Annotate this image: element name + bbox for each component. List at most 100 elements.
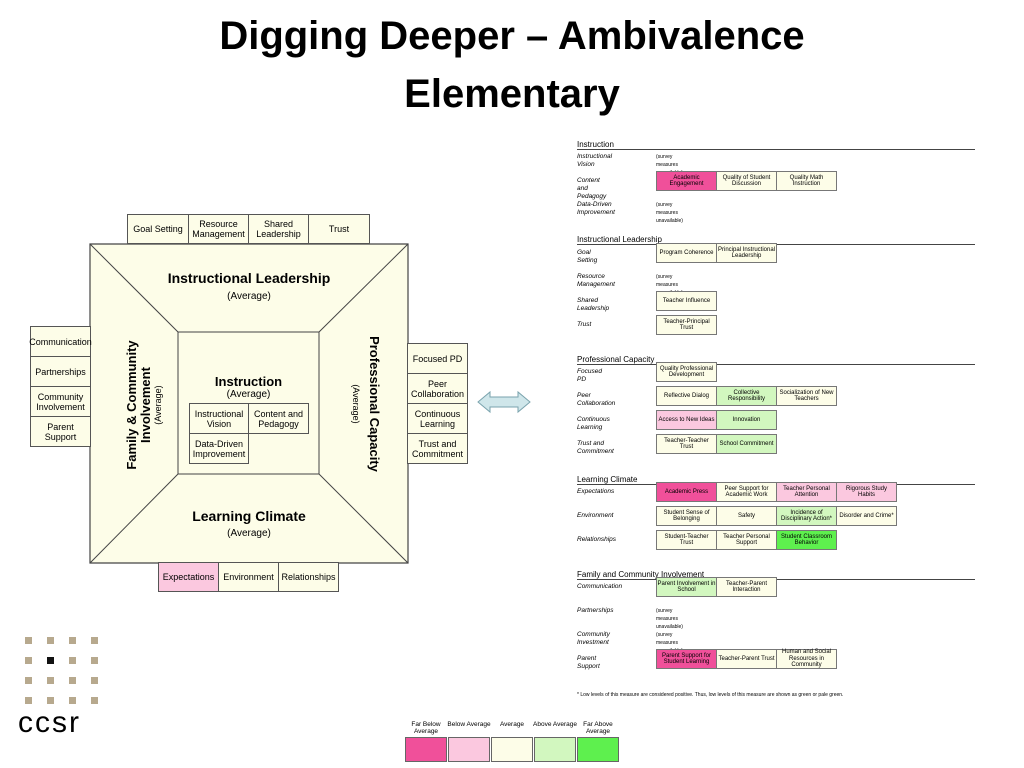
measure-box: Rigorous Study Habits	[836, 482, 897, 502]
measure-box: Student Sense of Belonging	[656, 506, 717, 526]
measure-box: Student-Teacher Trust	[656, 530, 717, 550]
slide-title-line-2: Elementary	[404, 72, 620, 116]
box-environment: Environment	[218, 562, 279, 592]
box-continuous-learning: Continuous Learning	[407, 403, 468, 434]
double-arrow-icon	[477, 390, 531, 414]
box-communication: Communication	[29, 326, 92, 357]
family-community-average: (Average)	[153, 385, 163, 425]
measure-box: Collective Responsibility	[716, 386, 777, 406]
logo-dot	[25, 697, 32, 704]
measure-box: Quality of Student Discussion	[716, 171, 777, 191]
professional-capacity-average: (Average)	[351, 384, 361, 424]
logo-dot	[47, 637, 54, 644]
report-row-label: Environment	[577, 512, 614, 519]
measures-unavailable-note: (survey measures unavailable)	[656, 608, 683, 630]
report-row-label: Shared Leadership	[577, 297, 610, 312]
measure-box: Teacher-Parent Trust	[716, 649, 777, 669]
legend-swatch	[577, 737, 619, 762]
measures-unavailable-note: (survey measures unavailable)	[656, 202, 683, 224]
legend-swatch	[534, 737, 576, 762]
measure-box: Program Coherence	[656, 243, 717, 263]
logo-dot	[69, 657, 76, 664]
report-section-heading: Instruction	[577, 140, 975, 150]
box-goal-setting: Goal Setting	[127, 214, 189, 244]
report-row-label: Content and Pedagogy	[577, 177, 607, 200]
logo-dot	[91, 637, 98, 644]
report-row-label: Focused PD	[577, 368, 602, 383]
ccsr-logo-text: ccsr	[18, 706, 81, 739]
box-partnerships: Partnerships	[30, 356, 91, 387]
legend-swatch	[491, 737, 533, 762]
box-focused-pd: Focused PD	[407, 343, 468, 374]
report-row-label: Communication	[577, 583, 623, 590]
measure-box: Teacher Personal Attention	[776, 482, 837, 502]
legend-swatch	[448, 737, 490, 762]
logo-dot	[47, 697, 54, 704]
report-row-label: Peer Collaboration	[577, 392, 616, 407]
learning-climate-label: Learning Climate	[192, 508, 306, 524]
legend-label: Below Average	[447, 721, 491, 728]
measure-box: Parent Support for Student Learning	[656, 649, 717, 669]
box-shared-leadership: Shared Leadership	[248, 214, 309, 244]
logo-dot	[91, 677, 98, 684]
measure-box: Reflective Dialog	[656, 386, 717, 406]
measure-box: Teacher-Teacher Trust	[656, 434, 717, 454]
box-trust-and-commitment: Trust and Commitment	[407, 433, 468, 464]
professional-capacity-label: Professional Capacity	[367, 336, 382, 472]
legend-label: Above Average	[533, 721, 577, 728]
box-peer-collaboration: Peer Collaboration	[407, 373, 468, 404]
report-row-label: Community Investment	[577, 631, 610, 646]
box-trust: Trust	[308, 214, 370, 244]
measure-box: Human and Social Resources in Community	[776, 649, 837, 669]
instruction-label: Instruction	[214, 374, 283, 389]
diagonal-bottom-left	[89, 473, 179, 564]
box-data-driven-improvement: Data-Driven Improvement	[189, 433, 249, 464]
diagonal-top-right	[318, 243, 409, 333]
logo-dot	[69, 677, 76, 684]
measure-box: Innovation	[716, 410, 777, 430]
measure-box: Teacher Influence	[656, 291, 717, 311]
diagonal-bottom-right	[318, 473, 409, 564]
instructional-leadership-label: Instructional Leadership	[167, 270, 331, 286]
measure-box: Quality Math Instruction	[776, 171, 837, 191]
logo-dot	[47, 677, 54, 684]
measure-box: Teacher Personal Support	[716, 530, 777, 550]
logo-dot	[69, 697, 76, 704]
logo-dot	[91, 657, 98, 664]
legend-label: Far Below Average	[411, 721, 441, 735]
report-row-label: Instructional Vision	[577, 153, 613, 168]
measure-box: Teacher-Principal Trust	[656, 315, 717, 335]
measure-box: Safety	[716, 506, 777, 526]
legend-swatch	[405, 737, 447, 762]
report-row-label: Continuous Learning	[577, 416, 610, 431]
box-resource-management: Resource Management	[188, 214, 249, 244]
report-row-label: Relationships	[577, 536, 617, 543]
legend-label: Far Above Average	[583, 721, 613, 735]
report-section-heading: Professional Capacity	[577, 355, 975, 365]
box-community-involvement: Community Involvement	[30, 386, 91, 417]
measure-box: Socialization of New Teachers	[776, 386, 837, 406]
measure-box: Peer Support for Academic Work	[716, 482, 777, 502]
measure-box: Academic Press	[656, 482, 717, 502]
report-row-label: Resource Management	[577, 273, 615, 288]
box-expectations: Expectations	[158, 562, 219, 592]
box-instructional-vision: Instructional Vision	[189, 403, 249, 434]
logo-dot	[91, 697, 98, 704]
measure-box: Academic Engagement	[656, 171, 717, 191]
box-content-and-pedagogy: Content and Pedagogy	[248, 403, 309, 434]
logo-dot	[25, 677, 32, 684]
report-row-label: Parent Support	[577, 655, 600, 670]
report-row-label: Data-Driven Improvement	[577, 201, 615, 216]
measure-box: Disorder and Crime*	[836, 506, 897, 526]
diagonal-top-left	[89, 243, 179, 333]
measure-box: Incidence of Disciplinary Action*	[776, 506, 837, 526]
family-community-label: Family & Community Involvement	[124, 340, 153, 470]
slide-title-line-1: Digging Deeper – Ambivalence	[219, 14, 805, 58]
measure-box: Principal Instructional Leadership	[716, 243, 777, 263]
report-row-label: Goal Setting	[577, 249, 598, 264]
measure-box: School Commitment	[716, 434, 777, 454]
measure-box: Quality Professional Development	[656, 362, 717, 382]
logo-dot	[25, 637, 32, 644]
report-row-label: Partnerships	[577, 607, 614, 614]
measure-box: Access to New Ideas	[656, 410, 717, 430]
